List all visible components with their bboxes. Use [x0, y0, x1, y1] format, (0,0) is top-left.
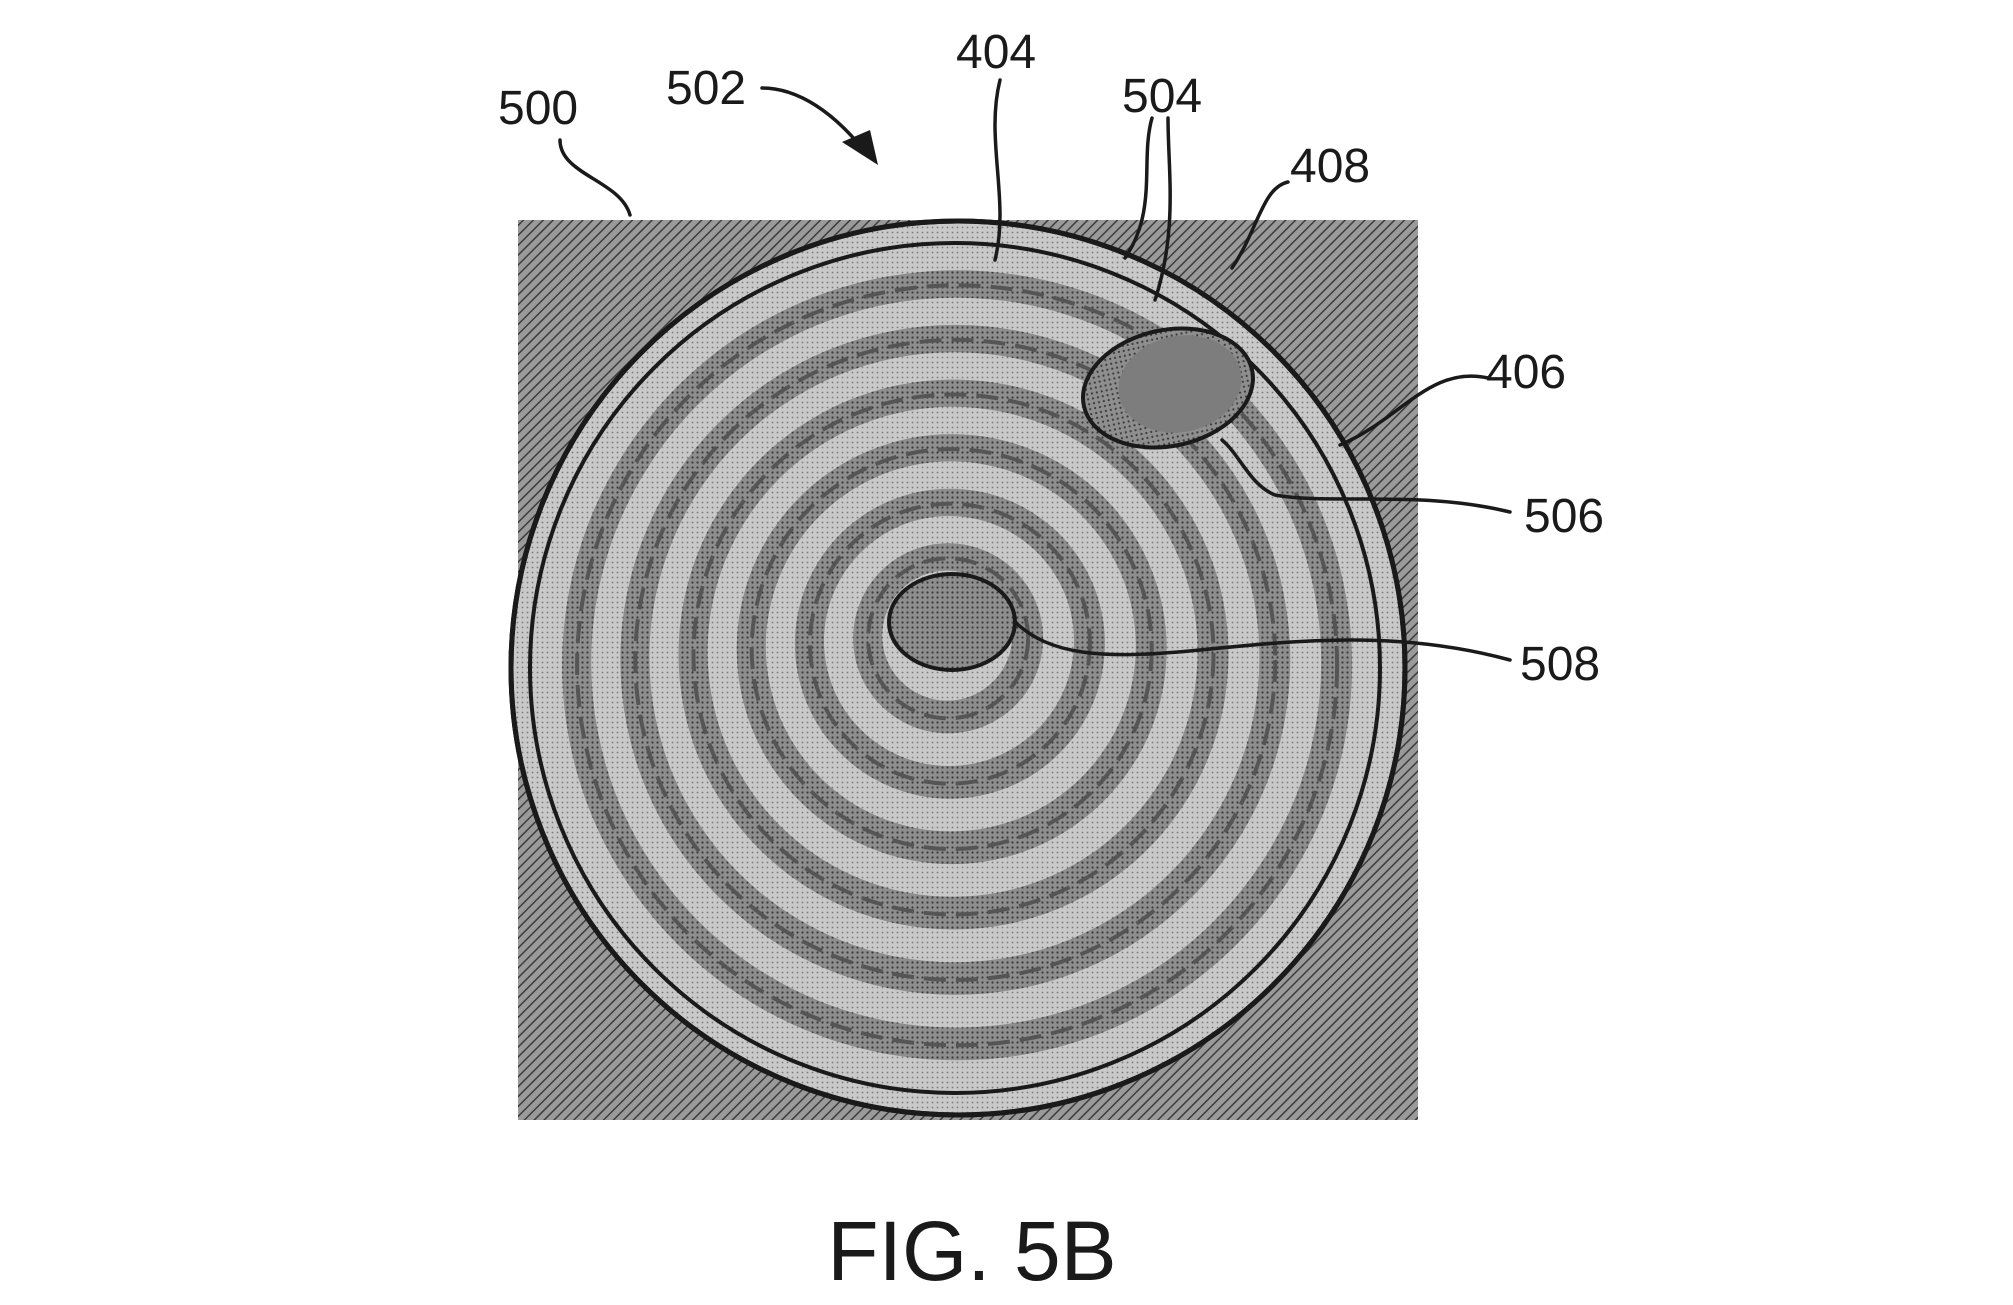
region-ellipse-inner	[1118, 335, 1242, 433]
ref-508: 508	[1520, 638, 1600, 691]
leader-408	[1230, 180, 1290, 270]
dashed-track	[807, 501, 1092, 786]
figure-caption: FIG. 5B	[827, 1204, 1116, 1298]
ref-406: 406	[1486, 346, 1566, 399]
ref-504: 504	[1122, 70, 1202, 123]
leader-502	[760, 86, 864, 150]
leader-504-b	[1153, 116, 1172, 302]
leader-506	[1220, 438, 1512, 514]
leader-504-a	[1123, 116, 1154, 260]
ref-500: 500	[498, 82, 578, 135]
ref-408: 408	[1290, 140, 1370, 193]
dashed-track	[575, 283, 1340, 1048]
dashed-track	[633, 337, 1278, 982]
leader-406	[1338, 374, 1490, 447]
dashed-track	[749, 447, 1154, 852]
leader-500	[558, 138, 632, 217]
ref-506: 506	[1524, 490, 1604, 543]
leader-508	[1013, 620, 1512, 662]
arrowhead-502	[842, 130, 878, 165]
leader-404	[993, 78, 1002, 262]
ref-404: 404	[956, 26, 1036, 79]
dashed-track	[691, 392, 1216, 917]
ref-502: 502	[666, 62, 746, 115]
center-ellipse-508	[887, 572, 1017, 672]
dashed-track	[866, 556, 1031, 721]
